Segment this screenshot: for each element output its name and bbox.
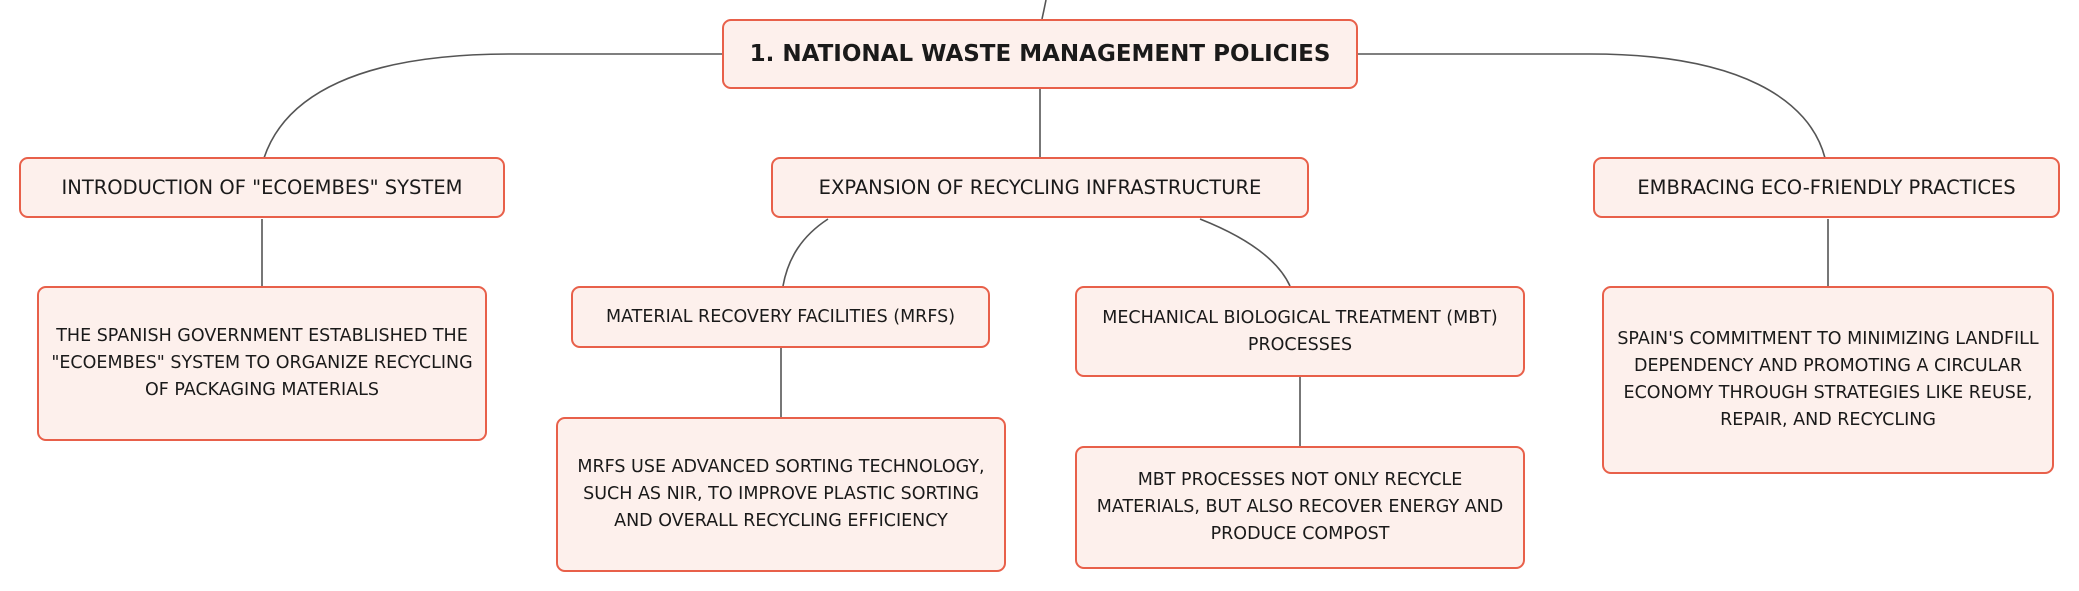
branch-ecoembes-label: INTRODUCTION OF "ECOEMBES" SYSTEM [61,176,463,199]
subtopic-mbt-detail-node[interactable]: MBT PROCESSES NOT ONLY RECYCLE MATERIALS… [1075,446,1525,569]
subtopic-mbt-detail-text: MBT PROCESSES NOT ONLY RECYCLE MATERIALS… [1096,470,1504,544]
subtopic-mrfs-label: MATERIAL RECOVERY FACILITIES (MRFS) [605,306,956,327]
subtopic-mbt-node[interactable]: MECHANICAL BIOLOGICAL TREATMENT (MBT) PR… [1075,286,1525,377]
branch-recycling-infrastructure-node[interactable]: EXPANSION OF RECYCLING INFRASTRUCTURE [771,157,1309,218]
branch-ecoembes-detail-node[interactable]: THE SPANISH GOVERNMENT ESTABLISHED THE "… [37,286,487,441]
branch-ecoembes-node[interactable]: INTRODUCTION OF "ECOEMBES" SYSTEM [19,157,505,218]
root-topic-node[interactable]: 1. NATIONAL WASTE MANAGEMENT POLICIES [722,19,1358,89]
subtopic-mrfs-detail-node[interactable]: MRFS USE ADVANCED SORTING TECHNOLOGY, SU… [556,417,1006,572]
subtopic-mbt-label: MECHANICAL BIOLOGICAL TREATMENT (MBT) PR… [1102,307,1498,355]
root-topic-label: 1. NATIONAL WASTE MANAGEMENT POLICIES [749,41,1331,67]
connector-root-to-branch-1 [263,53,722,159]
branch-ecoembes-detail-text: THE SPANISH GOVERNMENT ESTABLISHED THE "… [51,326,473,400]
branch-recycling-infrastructure-label: EXPANSION OF RECYCLING INFRASTRUCTURE [818,176,1262,199]
subtopic-mrfs-node[interactable]: MATERIAL RECOVERY FACILITIES (MRFS) [571,286,990,348]
branch-eco-friendly-detail-text: SPAIN'S COMMITMENT TO MINIMIZING LANDFIL… [1617,329,2039,430]
branch-eco-friendly-node[interactable]: EMBRACING ECO-FRIENDLY PRACTICES [1593,157,2060,218]
branch-eco-friendly-label: EMBRACING ECO-FRIENDLY PRACTICES [1637,176,2016,199]
connector-branch-2-to-mbt [1199,218,1291,287]
branch-eco-friendly-detail-node[interactable]: SPAIN'S COMMITMENT TO MINIMIZING LANDFIL… [1602,286,2054,474]
connector-parent-to-root [1041,0,1047,20]
subtopic-mrfs-detail-text: MRFS USE ADVANCED SORTING TECHNOLOGY, SU… [577,457,985,531]
connector-root-to-branch-3 [1358,53,1826,159]
connector-branch-2-to-mrfs [782,218,829,287]
